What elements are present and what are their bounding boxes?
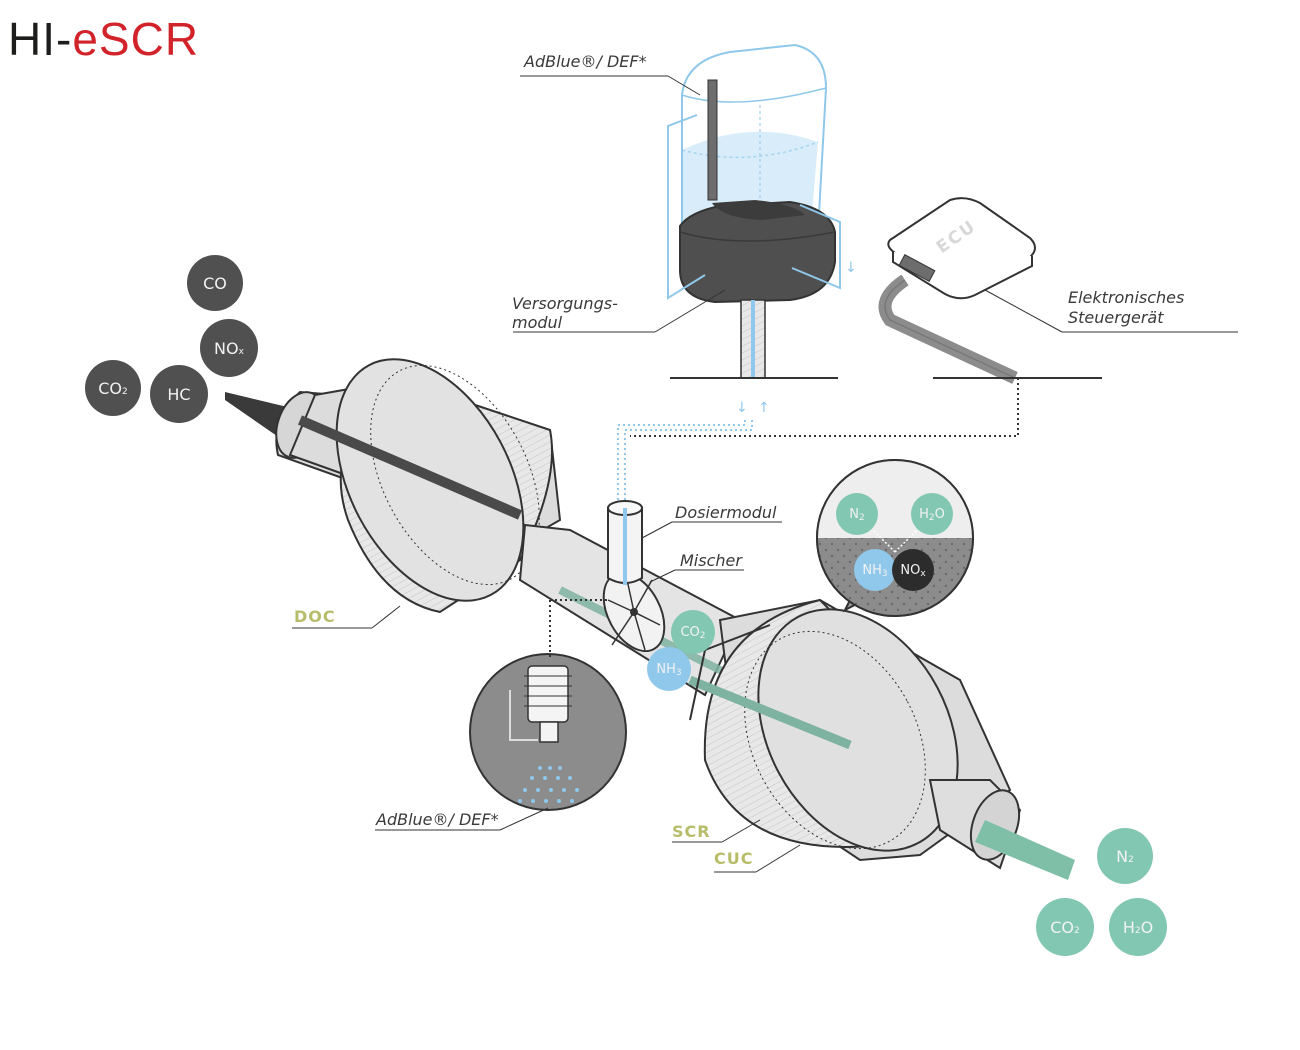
- injector-zoom-bubble: [469, 599, 627, 811]
- ecu-box: [878, 197, 1238, 384]
- svg-text:↑: ↑: [758, 400, 770, 416]
- hc-molecule: HC: [150, 365, 208, 423]
- doc-tag: DOC: [294, 607, 336, 626]
- svg-text:↓: ↓: [736, 400, 748, 416]
- dosing-module-label: Dosiermodul: [675, 503, 777, 522]
- exhaust-system: [225, 358, 1075, 880]
- cuc-tag: CUC: [714, 849, 754, 868]
- adblue-label-bottom: AdBlue®/ DEF*: [376, 810, 499, 829]
- co-molecule: CO: [187, 255, 243, 311]
- scr-tag: SCR: [672, 822, 711, 841]
- reaction-zoom-bubble: [816, 459, 974, 617]
- supply-module-label-2: modul: [512, 313, 563, 332]
- mixer-label: Mischer: [680, 551, 742, 570]
- hi-escr-logo: HI-eSCR: [8, 13, 200, 65]
- ecu-label-1: Elektronisches: [1068, 288, 1185, 307]
- adblue-tank: ↓ ↓ ↑: [667, 43, 857, 416]
- svg-text:↓: ↓: [845, 260, 857, 276]
- supply-module-label-1: Versorgungs-: [512, 294, 618, 313]
- adblue-label-top: AdBlue®/ DEF*: [524, 52, 647, 71]
- ecu-label-2: Steuergerät: [1068, 308, 1164, 327]
